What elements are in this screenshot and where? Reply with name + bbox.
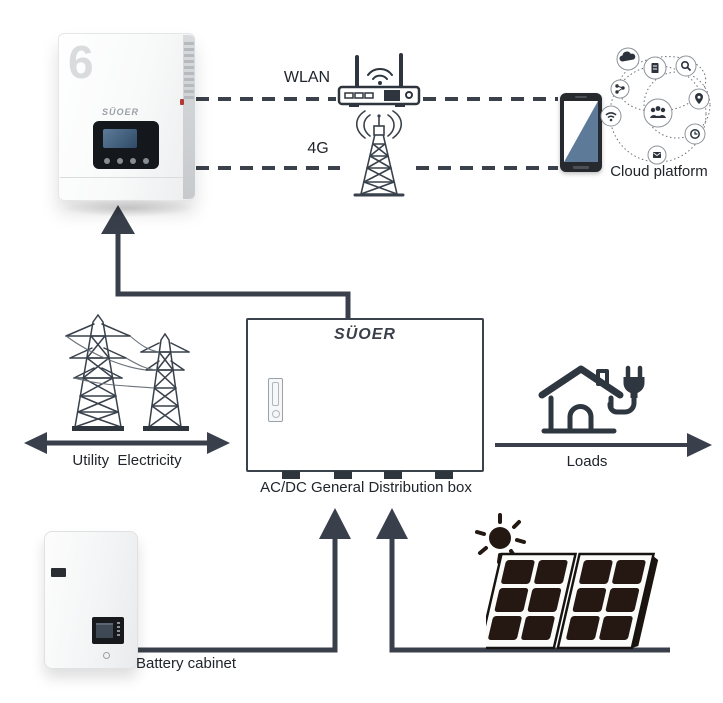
box-to-inverter-arrowhead bbox=[101, 205, 135, 234]
inverter-led bbox=[180, 99, 184, 105]
inverter-brand-logo: SÜOER bbox=[101, 107, 139, 117]
sun-icon bbox=[475, 513, 526, 564]
inverter-lcd-screen bbox=[103, 129, 137, 148]
battery-display bbox=[92, 617, 124, 644]
distribution-box-foot bbox=[282, 471, 300, 479]
utility-label: Utility Electricity bbox=[72, 452, 182, 469]
inverter-model-number: 6 bbox=[68, 36, 94, 88]
utility-arrowhead-right bbox=[207, 432, 230, 454]
router-icon bbox=[337, 53, 421, 107]
phone-screen-graphic bbox=[564, 101, 598, 162]
smartphone-icon bbox=[560, 93, 602, 172]
clock-icon bbox=[684, 123, 706, 145]
phone-speaker bbox=[575, 96, 587, 98]
wifi-icon bbox=[600, 105, 622, 127]
inverter-image: 6 SÜOER bbox=[58, 33, 195, 217]
phone-screen bbox=[564, 101, 598, 162]
distribution-box-image: SÜOER bbox=[246, 318, 484, 479]
inverter-shadow bbox=[62, 199, 195, 217]
solar-panel-icon bbox=[486, 552, 659, 650]
loads-arrowhead bbox=[687, 433, 712, 457]
inverter-seam bbox=[60, 177, 183, 178]
distribution-box-foot bbox=[435, 471, 453, 479]
loads-label: Loads bbox=[566, 453, 608, 470]
message-icon bbox=[647, 145, 667, 165]
distribution-box-brand-logo: SÜOER bbox=[334, 326, 396, 343]
distribution-box-foot bbox=[334, 471, 352, 479]
cloud-icon bbox=[616, 47, 640, 71]
distribution-box-foot bbox=[384, 471, 402, 479]
distribution-box-label: AC/DC General Distribution box bbox=[260, 479, 472, 496]
phone-home-bar bbox=[573, 166, 589, 169]
solar-to-box-line bbox=[389, 538, 670, 653]
cloud-network-icon bbox=[600, 47, 711, 165]
box-to-inverter-line bbox=[115, 233, 351, 319]
solar-arrowhead bbox=[376, 508, 408, 539]
battery-button bbox=[103, 652, 110, 659]
battery-arrowhead bbox=[319, 508, 351, 539]
utility-arrowhead-left bbox=[24, 432, 47, 454]
location-icon bbox=[688, 88, 710, 110]
battery-to-box-line bbox=[136, 538, 338, 653]
wlan-label: WLAN bbox=[283, 69, 331, 86]
house-plug-icon bbox=[538, 365, 645, 434]
battery-cabinet-image bbox=[44, 531, 138, 669]
transmission-towers-icon bbox=[65, 313, 190, 431]
document-icon bbox=[643, 56, 667, 80]
distribution-box-handle bbox=[268, 378, 283, 422]
inverter-vents bbox=[184, 42, 194, 100]
4g-label: 4G bbox=[307, 140, 329, 157]
inverter-display-panel bbox=[93, 121, 159, 169]
search-icon bbox=[675, 55, 697, 77]
inverter-buttons bbox=[93, 158, 159, 164]
team-icon bbox=[643, 98, 673, 128]
cloud-platform-label: Cloud platform bbox=[610, 163, 708, 180]
share-icon bbox=[610, 79, 630, 99]
battery-cabinet-label: Battery cabinet bbox=[136, 655, 237, 672]
battery-vent bbox=[51, 568, 66, 577]
cell-tower-icon bbox=[353, 110, 405, 197]
